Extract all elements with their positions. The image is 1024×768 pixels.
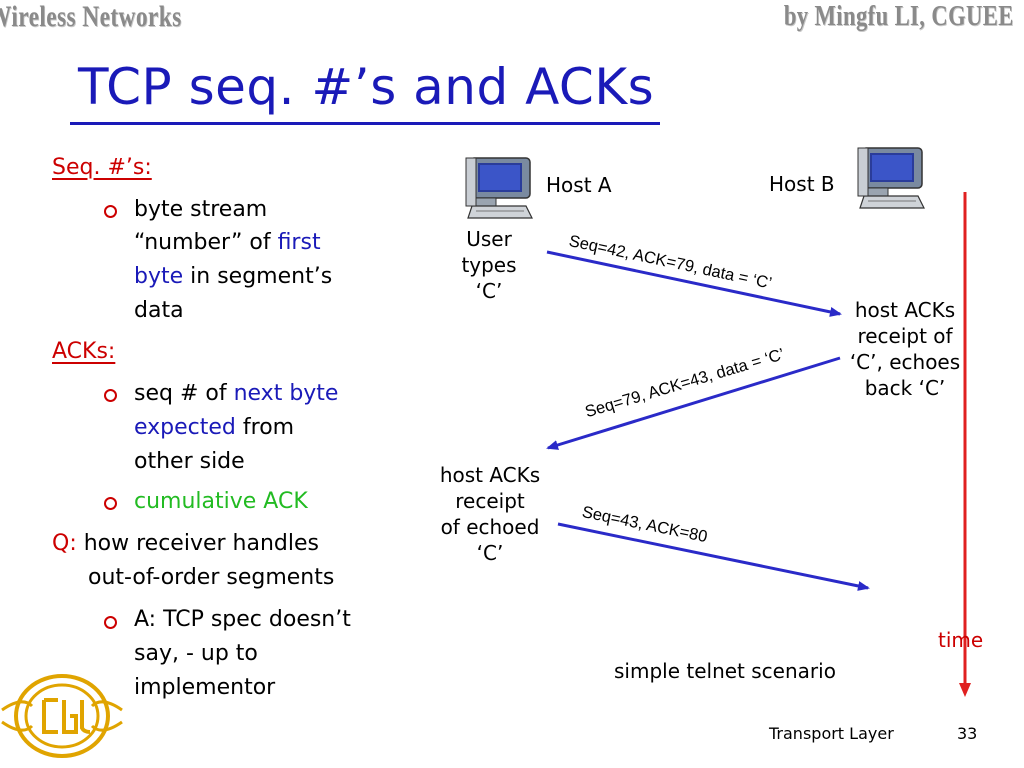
computer-icon-host-a: [465, 157, 533, 219]
bullet-icon: [104, 616, 117, 629]
ack-bullet2: cumulative ACK: [134, 489, 308, 514]
ack-bullet1-line1: seq # of next byte: [134, 381, 339, 406]
host-a-note: host ACKs receipt of echoed ‘C’: [439, 463, 541, 565]
computer-icon-host-b: [857, 147, 925, 209]
university-logo: [1, 674, 123, 758]
bullet-icon: [104, 497, 117, 510]
host-a-label: Host A: [546, 173, 612, 197]
slide-title: TCP seq. #’s and ACKs: [78, 58, 655, 116]
page-number: 33: [957, 724, 978, 743]
seq-bullet-line3: byte in segment’s: [134, 264, 333, 289]
time-label: time: [938, 628, 984, 652]
message-arrow-3: [557, 522, 870, 591]
host-b-label: Host B: [769, 172, 835, 196]
footer-section: Transport Layer: [769, 724, 894, 743]
host-b-note: host ACKs receipt of ‘C’, echoes back ‘C…: [849, 298, 961, 400]
acks-heading: ACKs:: [52, 339, 116, 364]
bullet-icon: [104, 205, 117, 218]
question-line1: Q: how receiver handles: [52, 531, 319, 556]
diagram-caption: simple telnet scenario: [614, 659, 836, 683]
seq-bullet-line4: data: [134, 298, 184, 323]
seq-heading: Seq. #’s:: [52, 155, 152, 180]
ack-bullet1-line2: expected from: [134, 415, 295, 440]
answer-line2: say, - up to: [134, 641, 258, 666]
seq-bullet-line1: byte stream: [134, 197, 268, 222]
title-underline: [70, 122, 660, 125]
header-course-title: Wireless Networks: [0, 0, 182, 33]
ack-bullet1-line3: other side: [134, 449, 245, 474]
message-arrow-2: [546, 356, 841, 450]
bullet-icon: [104, 389, 117, 402]
message-arrow-1: [546, 250, 842, 317]
answer-line1: A: TCP spec doesn’t: [134, 607, 351, 632]
answer-line3: implementor: [134, 675, 276, 700]
user-types-note: User types ‘C’: [461, 227, 517, 303]
header-author: by Mingfu LI, CGUEE: [784, 0, 1014, 32]
seq-bullet-line2: “number” of first: [134, 230, 321, 255]
question-line2: out-of-order segments: [88, 565, 335, 590]
